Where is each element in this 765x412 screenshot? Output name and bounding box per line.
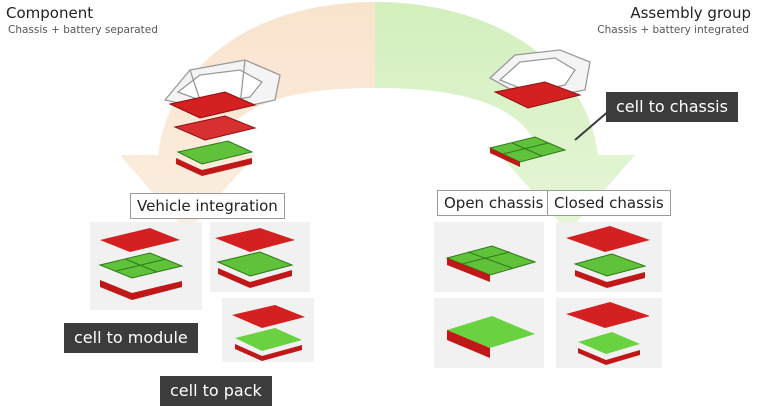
left-floor-plate [168, 91, 257, 119]
closed-chassis-label: Closed chassis [547, 190, 671, 216]
cell-to-chassis-callout: cell to chassis [606, 92, 738, 122]
vehicle-integration-label: Vehicle integration [130, 193, 285, 219]
cell-to-pack-callout: cell to pack [160, 376, 272, 406]
left-battery-cells [176, 140, 254, 165]
left-header-subtitle: Chassis + battery separated [8, 24, 158, 36]
cell-to-chassis-leader [574, 109, 611, 141]
left-battery-tray [176, 158, 252, 176]
open-chassis-label: Open chassis [437, 190, 551, 216]
cell-to-module-callout: cell to module [64, 323, 198, 353]
right-arrow [375, 2, 635, 232]
left-arrow [120, 2, 375, 232]
right-header-subtitle: Chassis + battery integrated [597, 24, 749, 36]
right-chassis-floor [493, 81, 582, 109]
left-header-title: Component [6, 4, 94, 22]
right-header-title: Assembly group [630, 4, 751, 22]
left-battery-lid [173, 115, 257, 141]
